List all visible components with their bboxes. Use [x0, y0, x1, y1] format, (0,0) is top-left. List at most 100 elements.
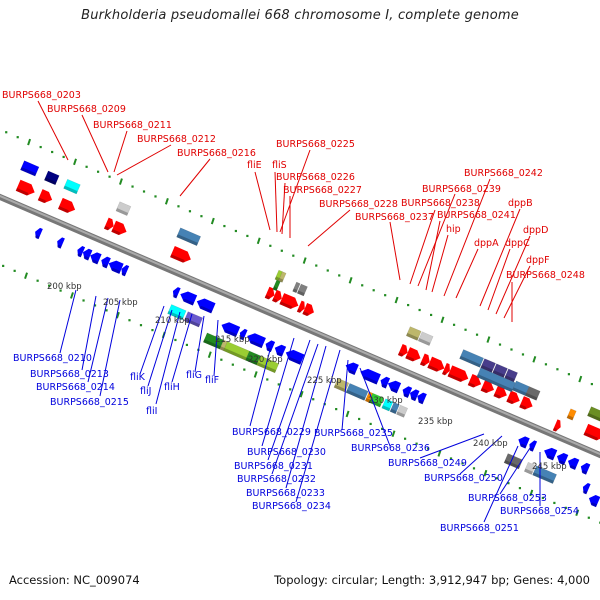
reverse-gene-label[interactable]: BURPS668_0229	[232, 427, 311, 438]
forward-misc-feature-shade	[272, 286, 278, 291]
forward-gene-label[interactable]: BURPS668_0228	[319, 199, 398, 210]
forward-gene-label[interactable]: BURPS668_0248	[506, 270, 585, 281]
forward-cds-body	[111, 220, 127, 235]
reverse-cds-body	[360, 368, 381, 385]
reverse-gene-label[interactable]: BURPS668_0250	[424, 473, 503, 484]
forward-cds-shade	[467, 382, 476, 388]
forward-cds-body	[170, 246, 191, 263]
forward-cds	[111, 220, 127, 235]
reverse-cds	[101, 256, 111, 269]
forward-gene-label[interactable]: BURPS668_0209	[47, 104, 126, 115]
reverse-gene-label[interactable]: fliJ	[140, 386, 151, 397]
reverse-gene-label[interactable]: fliF	[205, 375, 219, 386]
forward-gene-label[interactable]: BURPS668_0241	[437, 210, 516, 221]
forward-gene-label[interactable]: dppC	[505, 238, 530, 249]
forward-gene-label[interactable]: BURPS668_0226	[276, 172, 355, 183]
reverse-cds-body	[239, 328, 248, 341]
forward-gene-label[interactable]: fliE	[247, 160, 262, 171]
forward-misc-feature	[43, 170, 60, 186]
reverse-gene-label[interactable]: BURPS668_0249	[388, 458, 467, 469]
reverse-cds	[582, 482, 591, 495]
reverse-gene-label[interactable]: BURPS668_0234	[252, 501, 331, 512]
forward-gene-label[interactable]: BURPS668_0211	[93, 120, 172, 131]
forward-leader-line	[487, 248, 511, 311]
outer-tick-major	[578, 375, 583, 383]
reverse-misc-feature	[532, 465, 557, 484]
outer-tick-major	[164, 197, 169, 205]
reverse-gene-label[interactable]: BURPS668_0213	[30, 369, 109, 380]
forward-gene-label[interactable]: dppF	[526, 255, 550, 266]
reverse-cds-body	[529, 440, 538, 452]
reverse-cds	[528, 440, 538, 452]
reverse-cds	[221, 322, 241, 338]
inner-tick-major	[115, 311, 120, 319]
reverse-gene-label[interactable]: BURPS668_0235	[314, 428, 393, 439]
forward-misc-feature	[405, 326, 422, 341]
reverse-gene-label[interactable]: BURPS668_0231	[234, 461, 313, 472]
reverse-cds-body	[402, 386, 413, 398]
forward-gene-label[interactable]: dppB	[508, 198, 533, 209]
forward-leader-line	[254, 171, 271, 231]
reverse-gene-label[interactable]: fliI	[146, 406, 157, 417]
reverse-gene-label[interactable]: BURPS668_0254	[500, 506, 579, 517]
forward-gene-label[interactable]: BURPS668_0216	[177, 148, 256, 159]
reverse-cds	[556, 453, 569, 466]
reverse-gene-label[interactable]: BURPS668_0232	[237, 474, 316, 485]
forward-gene-label[interactable]: BURPS668_0203	[2, 90, 81, 101]
forward-cds-shade	[397, 352, 404, 357]
reverse-leader-line	[341, 359, 349, 431]
forward-misc-feature-shade	[278, 278, 284, 283]
outer-tick-minor	[521, 353, 525, 356]
reverse-cds	[180, 291, 198, 306]
forward-cds-shade	[583, 432, 599, 441]
reverse-gene-label[interactable]: BURPS668_0251	[440, 523, 519, 534]
reverse-gene-label[interactable]: BURPS668_0210	[13, 353, 92, 364]
forward-gene-label[interactable]: BURPS668_0225	[276, 139, 355, 150]
forward-gene-label[interactable]: fliS	[272, 160, 287, 171]
forward-gene-label[interactable]: BURPS668_0238	[401, 198, 480, 209]
forward-cds-shade	[37, 197, 47, 203]
forward-gene-label[interactable]: hip	[446, 224, 461, 235]
forward-misc-feature-shade	[115, 208, 129, 216]
outer-tick-minor	[556, 368, 559, 371]
forward-gene-label[interactable]: BURPS668_0227	[283, 185, 362, 196]
inner-tick-minor	[48, 284, 51, 287]
forward-gene-label[interactable]: BURPS668_0242	[464, 168, 543, 179]
forward-gene-label[interactable]: BURPS668_0237	[355, 212, 434, 223]
reverse-gene-label[interactable]: BURPS668_0215	[50, 397, 129, 408]
forward-misc-feature-shade	[480, 364, 493, 373]
reverse-gene-label[interactable]: BURPS668_0236	[351, 443, 430, 454]
reverse-leader-line	[59, 289, 77, 354]
outer-tick-minor	[498, 343, 502, 346]
reverse-gene-label[interactable]: BURPS668_0214	[36, 382, 115, 393]
reverse-gene-label[interactable]: fliG	[186, 370, 202, 381]
reverse-gene-label[interactable]: BURPS668_0230	[247, 447, 326, 458]
reverse-cds-body	[556, 453, 569, 466]
reverse-cds-body	[82, 248, 93, 261]
forward-cds-shade	[405, 355, 415, 362]
reverse-misc-feature	[364, 391, 374, 403]
reverse-gene-label[interactable]: fliH	[164, 382, 180, 393]
reverse-leader-line	[261, 337, 295, 447]
forward-gene-label[interactable]: dppD	[523, 225, 548, 236]
inner-tick-major	[529, 489, 534, 497]
forward-gene-label[interactable]: BURPS668_0239	[422, 184, 501, 195]
reverse-cds-body	[582, 482, 591, 495]
reverse-misc-feature-body	[389, 401, 400, 415]
forward-leader-line	[431, 234, 449, 293]
forward-gene-label[interactable]: BURPS668_0212	[137, 134, 216, 145]
forward-leader-line	[495, 235, 531, 315]
forward-misc-feature-body	[524, 386, 541, 401]
forward-cds-body	[15, 179, 35, 196]
reverse-cds-shade	[390, 388, 398, 394]
forward-cds-shade	[111, 229, 121, 235]
inner-tick-minor	[289, 388, 292, 391]
reverse-gene-label[interactable]: BURPS668_0253	[468, 493, 547, 504]
forward-misc-feature-body	[43, 170, 60, 186]
inner-tick-minor	[312, 398, 315, 401]
forward-gene-label[interactable]: dppA	[474, 238, 499, 249]
reverse-gene-label[interactable]: fliK	[130, 372, 146, 383]
reverse-gene-label[interactable]: BURPS668_0233	[246, 488, 325, 499]
outer-tick-major	[256, 237, 261, 245]
